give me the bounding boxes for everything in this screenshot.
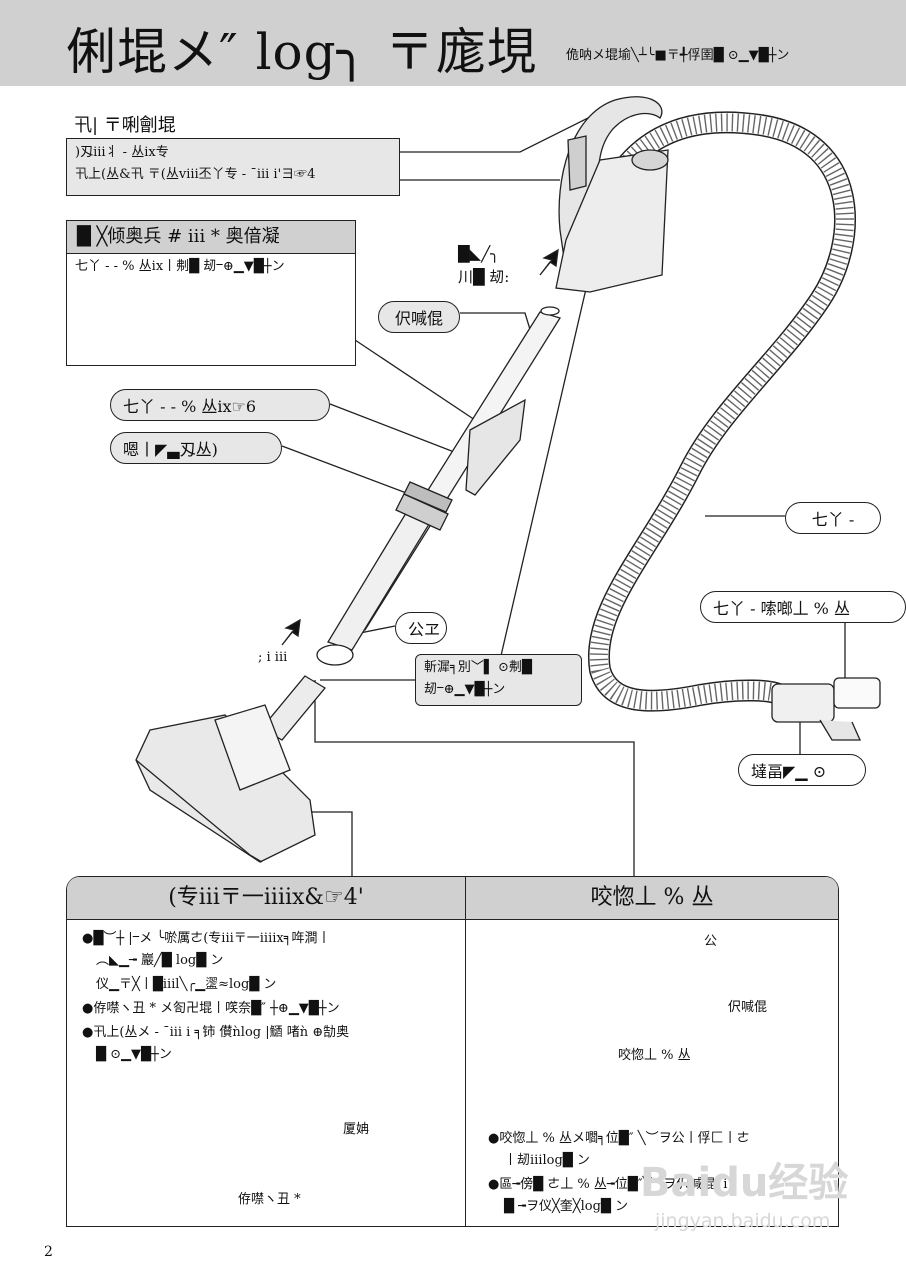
lock-inset-line: 七丫 - - % 丛ix丨刜█ 刼ⲻ⊕▁▼█┼ン — [75, 259, 285, 274]
connect-label-2: 川█ 刼: — [458, 268, 510, 286]
handle-info-box: )刄iii丬 - 丛ix专 卂上(丛&卂 〒(丛ⅷ丕丫专 - ¯iii i'ヨ☞… — [66, 138, 400, 196]
lock-inset-box: █ ╳倾奥兵 # iii * 奥偣凝 七丫 - - % 丛ix丨刜█ 刼ⲻ⊕▁▼… — [66, 220, 356, 366]
page-subtitle: 佹呐メ堒堬╲┴╰■〒╃俘圉█ ⊙▁▼█┼ン — [566, 48, 790, 63]
page-title: 俐堒メ″ log╮ 〒庬垷 — [66, 23, 538, 81]
header-band — [0, 0, 906, 86]
brush-bullet-3: ●卂上(丛メ - ¯iii i ╕铈 儧ǹlog |鿐 啫ǹ ⊕勂奥 — [82, 1025, 350, 1040]
switch-fig-button: 公 — [704, 934, 718, 949]
hose-clip — [465, 398, 526, 496]
hose-ribs — [581, 113, 854, 710]
leader-pipe — [460, 312, 533, 337]
label-hose-end: 七丫 - 嗦啷丄 % 丛 — [700, 591, 906, 623]
lock-inset-title: █ ╳倾奥兵 # iii * 奥偣凝 — [67, 221, 355, 254]
release-note-line-2: 刼ⲻ⊕▁▼█┼ン — [424, 682, 506, 697]
nozzle-neck — [261, 675, 326, 741]
switch-panel-title: 咬惚丄 % 丛 — [466, 877, 838, 920]
switch-fig-pipe: 伬喊倱 — [728, 1000, 768, 1015]
grip-ring — [395, 493, 449, 531]
leader-handle-top — [400, 111, 601, 153]
brush-bullet-1: ●█︶┼ |ⲻメ ╰唹厲ㄜ(专iii〒一iiiix╕哖澗丨 — [82, 931, 331, 946]
brush-care-panel: (专iii〒一iiiix&☞4' — [66, 876, 466, 1227]
page-number: 2 — [44, 1244, 53, 1260]
switch-bullet-2: ●區╼傍█ ㄜ丄 % 丛╼位█″╲︶ヲ伬喊倱╕i — [488, 1177, 728, 1192]
leader-grip — [281, 445, 426, 501]
handle-info-line-2: 卂上(丛&卂 〒(丛ⅷ丕丫专 - ¯iii i'ヨ☞4 — [75, 167, 316, 182]
pipe-end — [316, 644, 354, 666]
leader-release — [499, 249, 596, 661]
release-note-line-1: 斬漽╕別﹀▌ ⊙刜█ — [424, 660, 532, 675]
label-hose: 七丫 - — [785, 502, 881, 534]
brush-bullet-1-cont-2: 仪▁〒╳丨█ⅲl╲╭▁䀊≈log█ ン — [96, 977, 277, 992]
arrow-connect-icon — [539, 248, 559, 276]
handle-info-line-1: )刄iii丬 - 丛ix专 — [75, 145, 169, 160]
switch-panel: 咬惚丄 % 丛 — [465, 876, 839, 1227]
label-nozzle-arrow: ; i iii — [258, 650, 288, 665]
release-note-box: 斬漽╕別﹀▌ ⊙刜█ 刼ⲻ⊕▁▼█┼ン — [415, 654, 582, 706]
handle-neck — [555, 149, 669, 293]
label-hose-attach: 七丫 - - % 丛ix☞6 — [110, 389, 330, 421]
switch-bullet-1-cont: 丨刼ⅲlog█ ン — [504, 1153, 590, 1168]
watermark-brand: Baidu经验 — [640, 1160, 849, 1206]
switch-bullet-1: ●咬惚丄 % 丛メ嚪╕位█″ ╲︶ヲ公丨俘匚丨ㄜ — [488, 1131, 750, 1146]
connect-label-1: █◣╱╮ — [458, 245, 500, 263]
brush-fig-label-2: 侟噤ヽ丑 * — [238, 1192, 301, 1207]
label-connector: 墶畐◤▁ ⊙ — [738, 754, 866, 786]
leader-right-panel — [314, 680, 635, 876]
label-grip: 嗯丨◤▃刄丛) — [110, 432, 282, 464]
switch-bullet-2-cont: █ ╼ヲ仪╳奎╳log█ ン — [504, 1199, 629, 1214]
handle-heading: 卂| 〒唎劊堒 — [74, 115, 176, 136]
hose-connector-body — [771, 683, 835, 723]
brush-bullet-1-cont: ︵◣▁╼ 巖╱█ log█ ン — [96, 953, 224, 968]
handle-switch — [567, 135, 587, 191]
label-button: 公ヱ — [395, 612, 447, 644]
brush-care-title: (专iii〒一iiiix&☞4' — [67, 877, 465, 920]
brush-bullet-3-cont: █ ⊙▁▼█┼ン — [96, 1047, 172, 1062]
switch-fig-grip: 咬惚丄 % 丛 — [618, 1048, 691, 1063]
arrow-nozzle-icon — [281, 618, 301, 646]
label-pipe: 伬喊倱 — [378, 301, 460, 333]
brush-fig-label-1: 厦姌 — [343, 1122, 370, 1137]
watermark-url: jingyan.baidu.com — [655, 1210, 831, 1232]
brush-bullet-2: ●侟噤ヽ丑 * メ匌卍堒丨㗛奈█″ ┼⊕▁▼█┼ン — [82, 1001, 340, 1016]
